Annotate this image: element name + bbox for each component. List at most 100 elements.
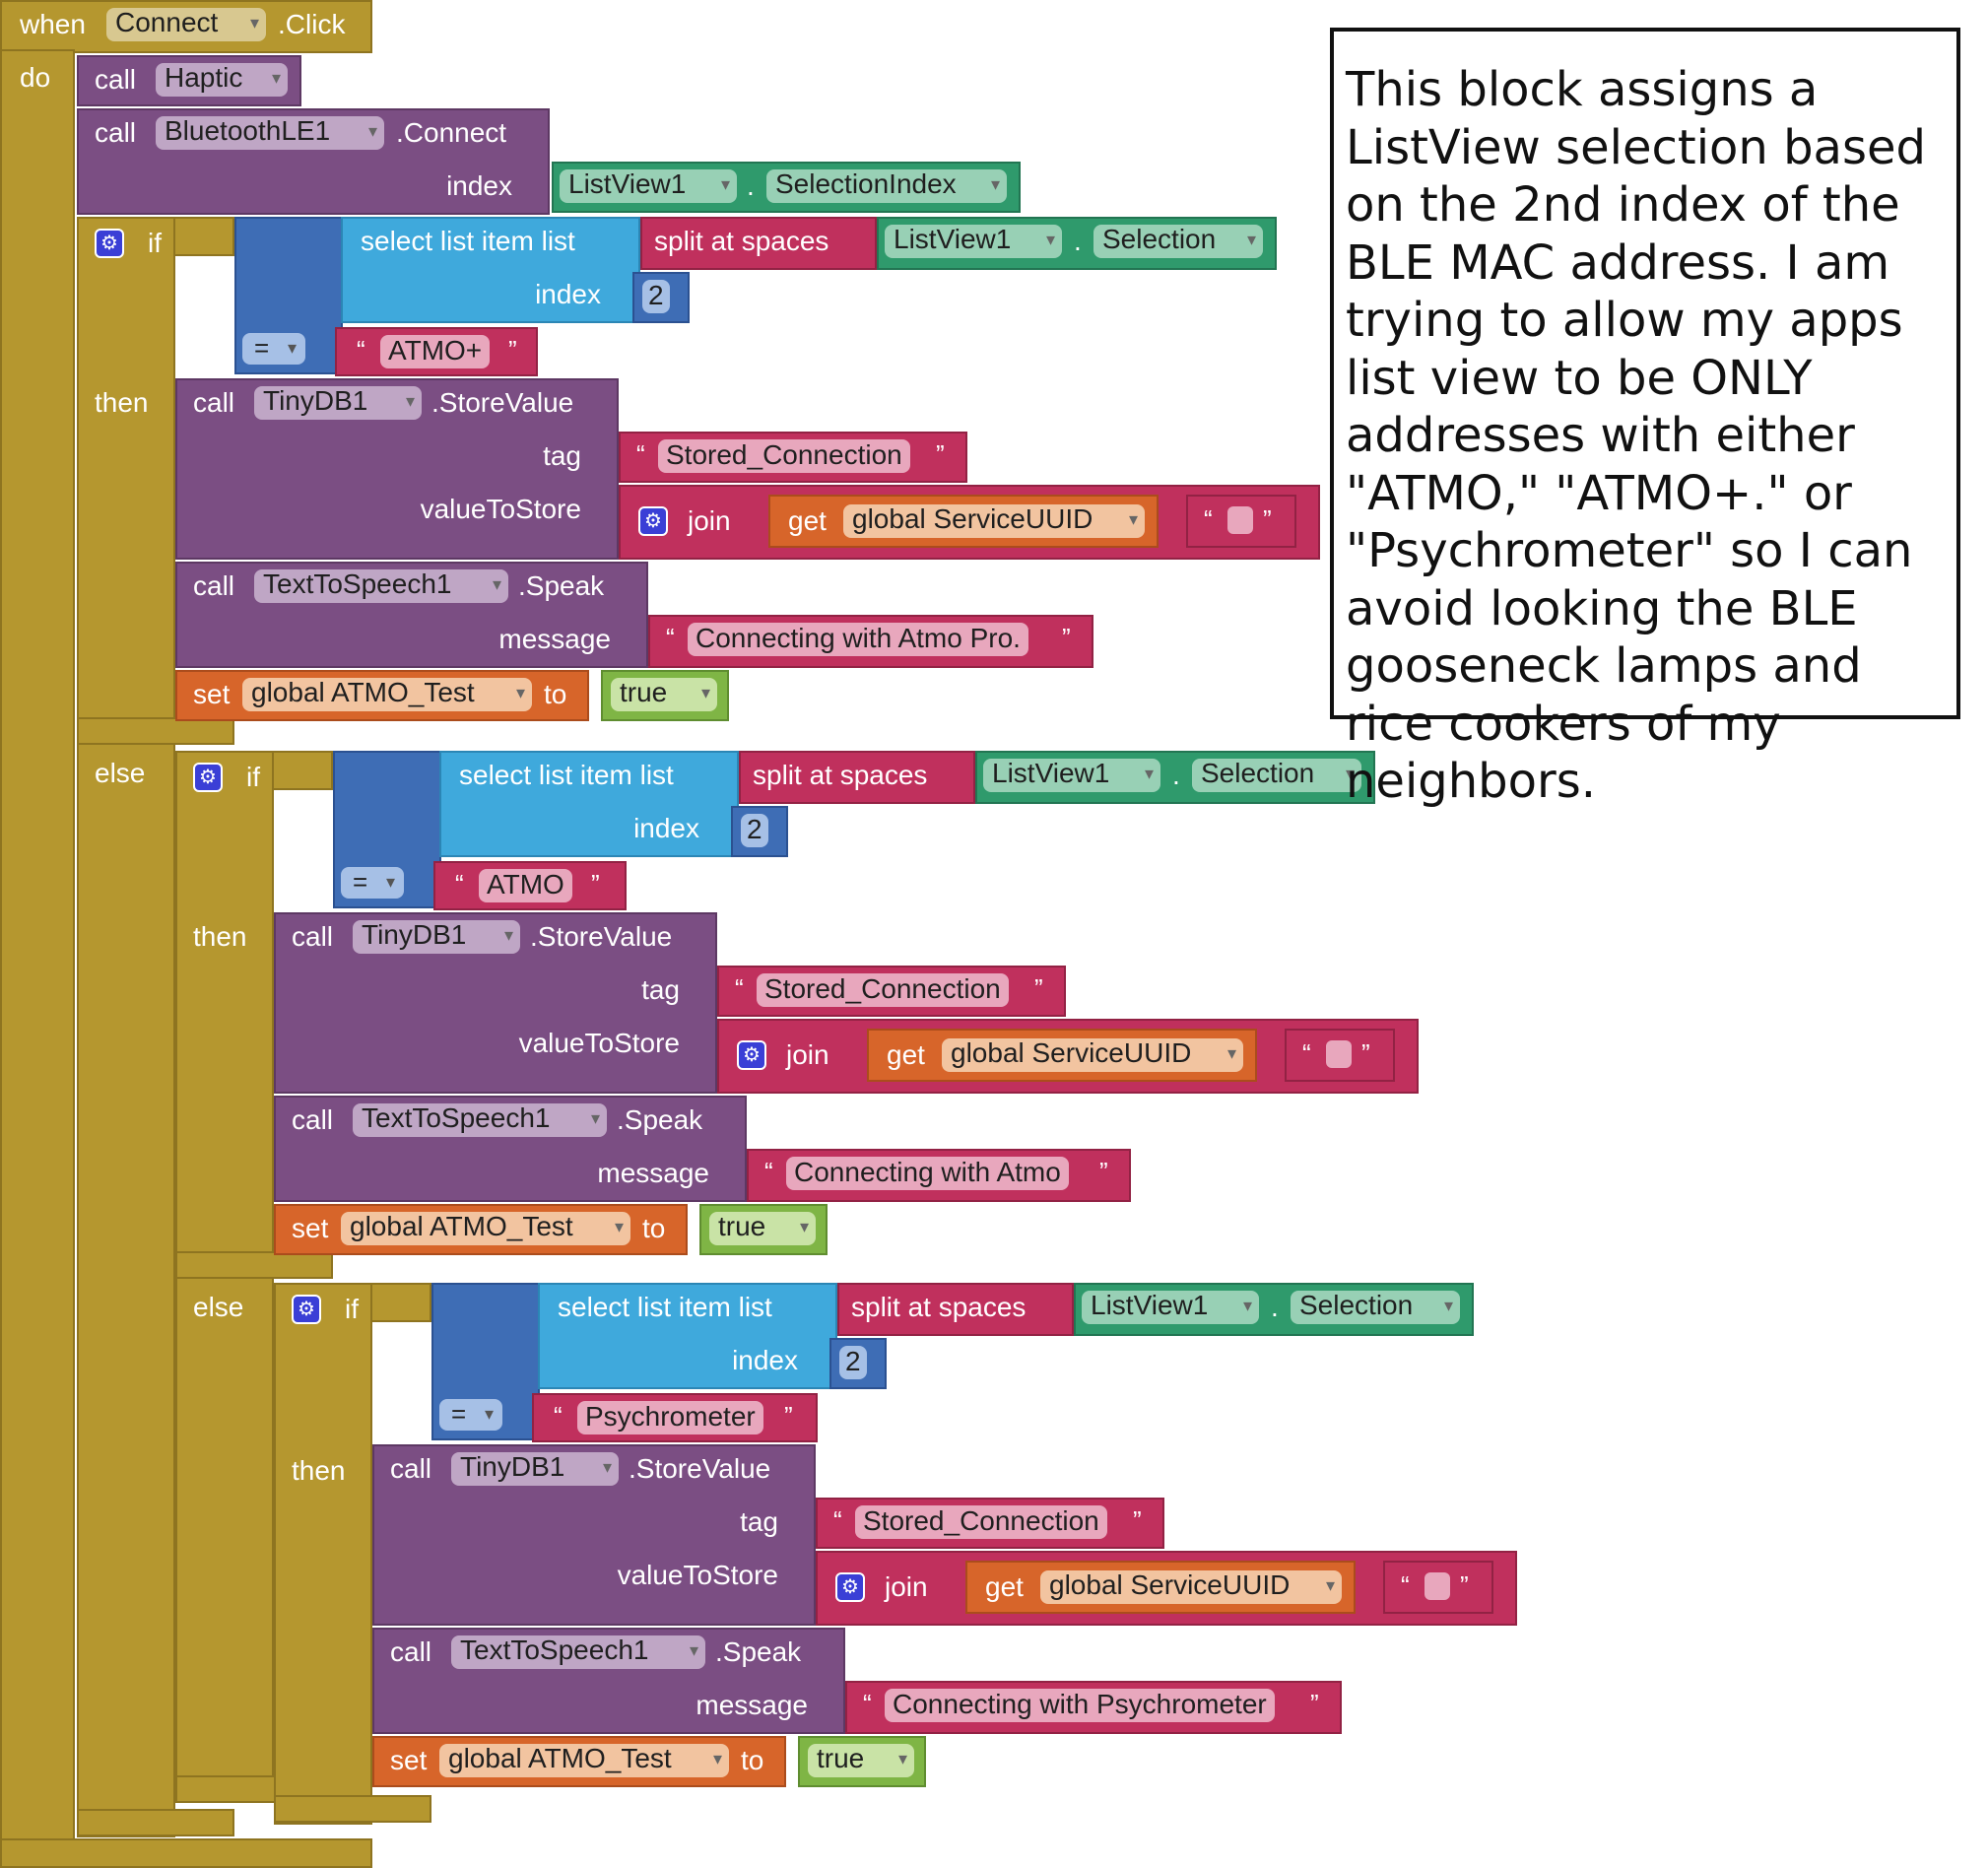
open-quote: “ xyxy=(554,1401,563,1431)
compare-operator-dropdown[interactable]: = xyxy=(242,333,305,365)
close-quote: ” xyxy=(936,439,945,469)
boolean-value-dropdown[interactable]: true xyxy=(709,1212,816,1245)
close-quote: ” xyxy=(1460,1570,1469,1600)
open-quote: “ xyxy=(1401,1570,1410,1600)
dot-separator: . xyxy=(1074,226,1082,256)
mutator-gear-icon[interactable]: ⚙ xyxy=(95,229,124,258)
split-at-spaces-block[interactable] xyxy=(837,1283,1074,1336)
tag-string-value[interactable]: Stored_Connection xyxy=(757,973,1009,1007)
set-keyword: set xyxy=(390,1745,428,1775)
open-quote: “ xyxy=(764,1157,773,1186)
tag-string-value[interactable]: Stored_Connection xyxy=(855,1505,1107,1539)
empty-string-value[interactable] xyxy=(1227,506,1253,534)
index-number-value[interactable]: 2 xyxy=(741,814,768,847)
connect-method-label: .Connect xyxy=(396,117,507,148)
boolean-value-dropdown[interactable]: true xyxy=(611,678,717,711)
texttospeech-component-dropdown[interactable]: TextToSpeech1 xyxy=(353,1103,607,1137)
message-socket-label: message xyxy=(498,624,611,654)
mutator-gear-icon[interactable]: ⚙ xyxy=(638,506,668,536)
select-list-item-block[interactable] xyxy=(341,217,640,323)
index-number-value[interactable]: 2 xyxy=(642,280,670,313)
get-keyword: get xyxy=(985,1571,1024,1602)
call-keyword: call xyxy=(193,570,235,601)
selection-property-dropdown[interactable]: Selection xyxy=(1192,759,1361,792)
select-list-item-label: select list item list xyxy=(558,1292,772,1322)
tag-string-value[interactable]: Stored_Connection xyxy=(658,439,910,473)
value-to-store-socket-label: valueToStore xyxy=(617,1560,778,1590)
empty-text-block[interactable] xyxy=(1285,1029,1395,1082)
texttospeech-component-dropdown[interactable]: TextToSpeech1 xyxy=(254,569,508,603)
set-keyword: set xyxy=(292,1213,329,1243)
match-string-value[interactable]: ATMO+ xyxy=(380,335,491,368)
match-string-value[interactable]: ATMO xyxy=(479,869,572,902)
call-keyword: call xyxy=(95,64,137,95)
speak-method-label: .Speak xyxy=(715,1636,802,1667)
service-uuid-variable-dropdown[interactable]: global ServiceUUID xyxy=(942,1038,1243,1072)
bluetoothle-component-dropdown[interactable]: BluetoothLE1 xyxy=(156,116,384,150)
split-at-spaces-label: split at spaces xyxy=(851,1292,1027,1322)
listview-component-dropdown[interactable]: ListView1 xyxy=(983,759,1160,792)
atmo-test-variable-dropdown[interactable]: global ATMO_Test xyxy=(341,1212,630,1245)
selection-property-dropdown[interactable]: Selection xyxy=(1291,1291,1460,1324)
message-socket-label: message xyxy=(696,1690,808,1720)
connect-component-dropdown[interactable]: Connect xyxy=(106,8,266,41)
service-uuid-variable-dropdown[interactable]: global ServiceUUID xyxy=(1040,1570,1342,1604)
mutator-gear-icon[interactable]: ⚙ xyxy=(193,763,223,792)
message-string-value[interactable]: Connecting with Atmo xyxy=(786,1157,1069,1190)
tinydb-component-dropdown[interactable]: TinyDB1 xyxy=(353,920,520,954)
message-string-value[interactable]: Connecting with Atmo Pro. xyxy=(688,623,1028,656)
call-keyword: call xyxy=(292,1104,334,1135)
close-quote: ” xyxy=(1361,1038,1370,1068)
open-quote: “ xyxy=(455,869,464,899)
boolean-value-dropdown[interactable]: true xyxy=(808,1744,914,1777)
speak-method-label: .Speak xyxy=(518,570,605,601)
call-keyword: call xyxy=(193,387,235,418)
listview-component-dropdown[interactable]: ListView1 xyxy=(560,169,737,203)
speak-method-label: .Speak xyxy=(617,1104,703,1135)
index-socket-label: index xyxy=(633,813,699,843)
close-quote: ” xyxy=(784,1401,793,1431)
message-string-value[interactable]: Connecting with Psychrometer xyxy=(885,1689,1275,1722)
compare-operator-dropdown[interactable]: = xyxy=(439,1399,502,1431)
open-quote: “ xyxy=(636,439,645,469)
index-number-value[interactable]: 2 xyxy=(839,1346,867,1379)
when-keyword: when xyxy=(20,9,86,39)
listview-component-dropdown[interactable]: ListView1 xyxy=(1082,1291,1259,1324)
to-keyword: to xyxy=(741,1745,764,1775)
do-keyword: do xyxy=(20,62,51,93)
selection-property-dropdown[interactable]: Selection xyxy=(1093,225,1263,258)
compare-operator-dropdown[interactable]: = xyxy=(341,867,404,899)
empty-string-value[interactable] xyxy=(1425,1572,1450,1600)
split-at-spaces-label: split at spaces xyxy=(753,760,928,790)
texttospeech-component-dropdown[interactable]: TextToSpeech1 xyxy=(451,1635,705,1669)
close-quote: ” xyxy=(1133,1505,1142,1535)
match-string-value[interactable]: Psychrometer xyxy=(577,1401,763,1434)
split-at-spaces-block[interactable] xyxy=(640,217,877,270)
tinydb-component-dropdown[interactable]: TinyDB1 xyxy=(254,386,422,420)
atmo-test-variable-dropdown[interactable]: global ATMO_Test xyxy=(439,1744,729,1777)
if-else-block-1-footer xyxy=(77,1809,234,1836)
haptic-component-dropdown[interactable]: Haptic xyxy=(156,63,288,97)
mutator-gear-icon[interactable]: ⚙ xyxy=(835,1572,865,1602)
listview-component-dropdown[interactable]: ListView1 xyxy=(885,225,1062,258)
to-keyword: to xyxy=(544,679,567,709)
tinydb-component-dropdown[interactable]: TinyDB1 xyxy=(451,1452,619,1486)
if-block-3-spine xyxy=(274,1283,372,1825)
split-at-spaces-block[interactable] xyxy=(739,751,975,804)
close-quote: ” xyxy=(1062,623,1071,652)
select-list-item-block[interactable] xyxy=(439,751,739,857)
set-keyword: set xyxy=(193,679,231,709)
index-socket-label: index xyxy=(732,1345,798,1375)
close-quote: ” xyxy=(1263,504,1272,534)
mutator-gear-icon[interactable]: ⚙ xyxy=(292,1295,321,1324)
selection-index-property-dropdown[interactable]: SelectionIndex xyxy=(766,169,1007,203)
storevalue-method-label: .StoreValue xyxy=(530,921,673,952)
service-uuid-variable-dropdown[interactable]: global ServiceUUID xyxy=(843,504,1145,538)
close-quote: ” xyxy=(1099,1157,1108,1186)
dot-separator: . xyxy=(747,170,755,201)
mutator-gear-icon[interactable]: ⚙ xyxy=(737,1040,766,1070)
empty-string-value[interactable] xyxy=(1326,1040,1352,1068)
select-list-item-block[interactable] xyxy=(538,1283,837,1389)
atmo-test-variable-dropdown[interactable]: global ATMO_Test xyxy=(242,678,532,711)
close-quote: ” xyxy=(1034,973,1043,1003)
